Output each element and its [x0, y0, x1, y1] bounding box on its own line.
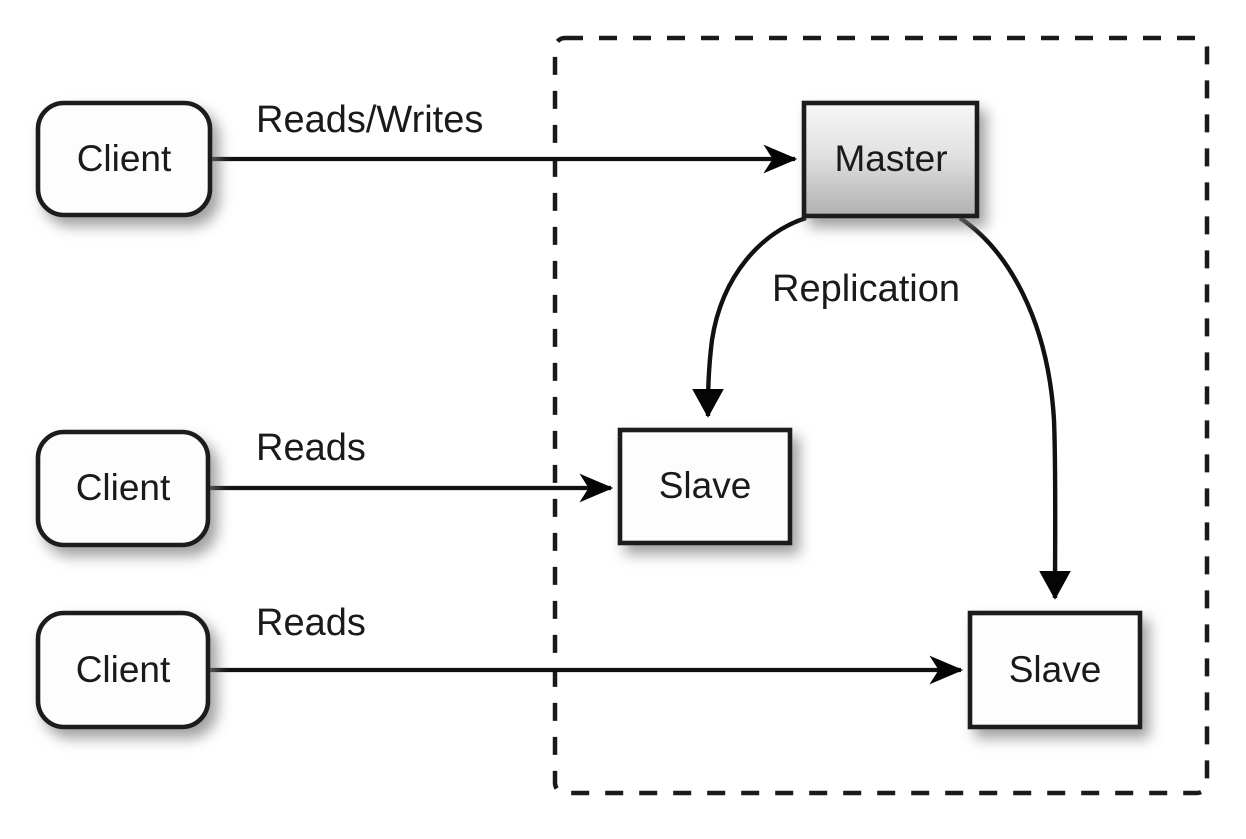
edge-label-reads-middle: Reads — [256, 427, 366, 469]
edge-group — [209, 144, 1071, 685]
replication-boundary — [552, 35, 1210, 796]
node-client-bottom[interactable]: Client — [35, 610, 211, 730]
client-middle-label: Client — [76, 467, 171, 508]
node-slave-1[interactable]: Slave — [617, 427, 793, 546]
node-slave-2[interactable]: Slave — [967, 610, 1143, 730]
slave-1-box[interactable] — [617, 427, 793, 546]
edge-label-reads-writes: Reads/Writes — [256, 99, 483, 141]
master-box[interactable] — [801, 100, 980, 219]
slave-2-box[interactable] — [967, 610, 1143, 730]
client-bottom-label: Client — [76, 649, 171, 690]
client-top-box[interactable] — [35, 100, 213, 218]
node-client-top[interactable]: Client — [35, 100, 213, 218]
edge-label-group: Reads/Writes Replication Reads Reads — [256, 99, 960, 644]
node-client-middle[interactable]: Client — [35, 429, 211, 548]
edge-master-to-slave-2 — [958, 216, 1071, 600]
client-middle-box[interactable] — [35, 429, 211, 548]
master-label: Master — [834, 138, 947, 179]
slave-1-label: Slave — [659, 465, 752, 506]
client-bottom-box[interactable] — [35, 610, 211, 730]
edge-master-to-slave-1 — [692, 215, 807, 418]
edge-label-replication: Replication — [772, 268, 960, 310]
edge-label-reads-bottom: Reads — [256, 602, 366, 644]
client-top-label: Client — [77, 138, 172, 179]
node-master[interactable]: Master — [801, 100, 980, 219]
slave-2-label: Slave — [1009, 649, 1102, 690]
